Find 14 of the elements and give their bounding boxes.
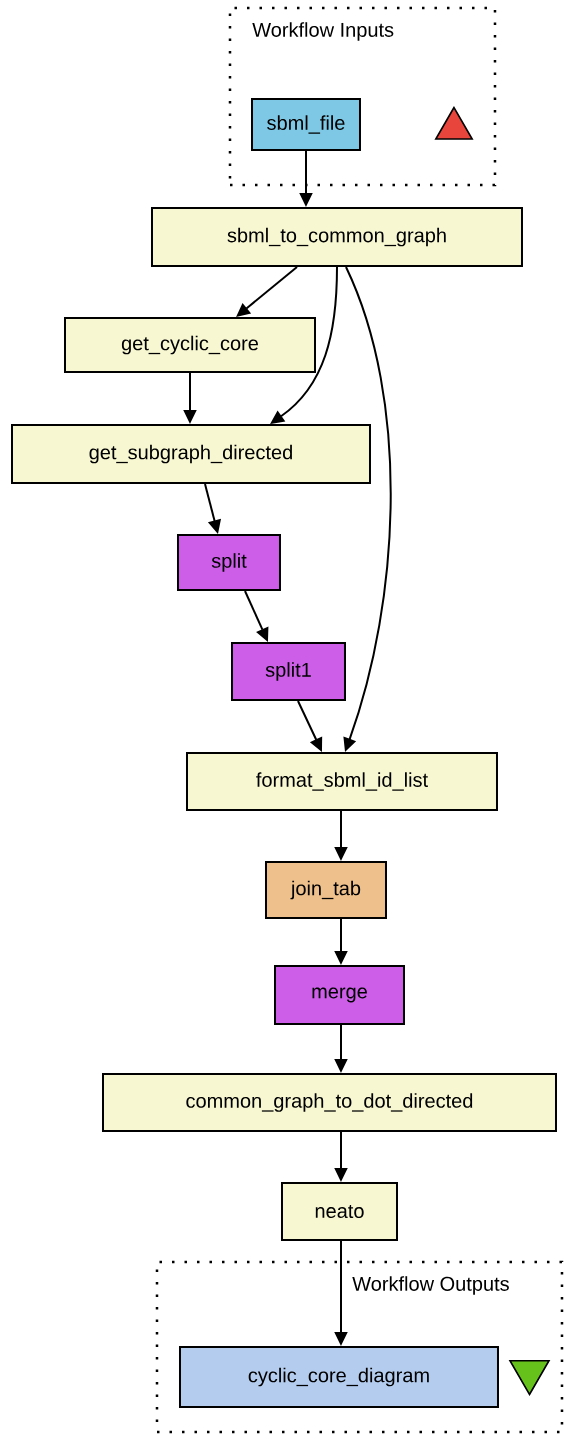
process-box: cyclic_core_diagram <box>179 1346 499 1408</box>
process-box: get_subgraph_directed <box>11 424 371 484</box>
process-box: merge <box>274 965 405 1025</box>
arrow <box>270 266 338 424</box>
process-box: common_graph_to_dot_directed <box>102 1073 557 1132</box>
process-box: sbml_to_common_graph <box>151 207 523 267</box>
process-box: split1 <box>231 642 346 701</box>
process-box: neato <box>281 1182 398 1241</box>
process-box: format_sbml_id_list <box>186 752 498 811</box>
arrow <box>236 266 298 317</box>
process-box: get_cyclic_core <box>64 317 316 373</box>
process-box: sbml_file <box>251 98 361 151</box>
process-box: split <box>177 534 281 591</box>
process-box: join_tab <box>265 861 387 919</box>
